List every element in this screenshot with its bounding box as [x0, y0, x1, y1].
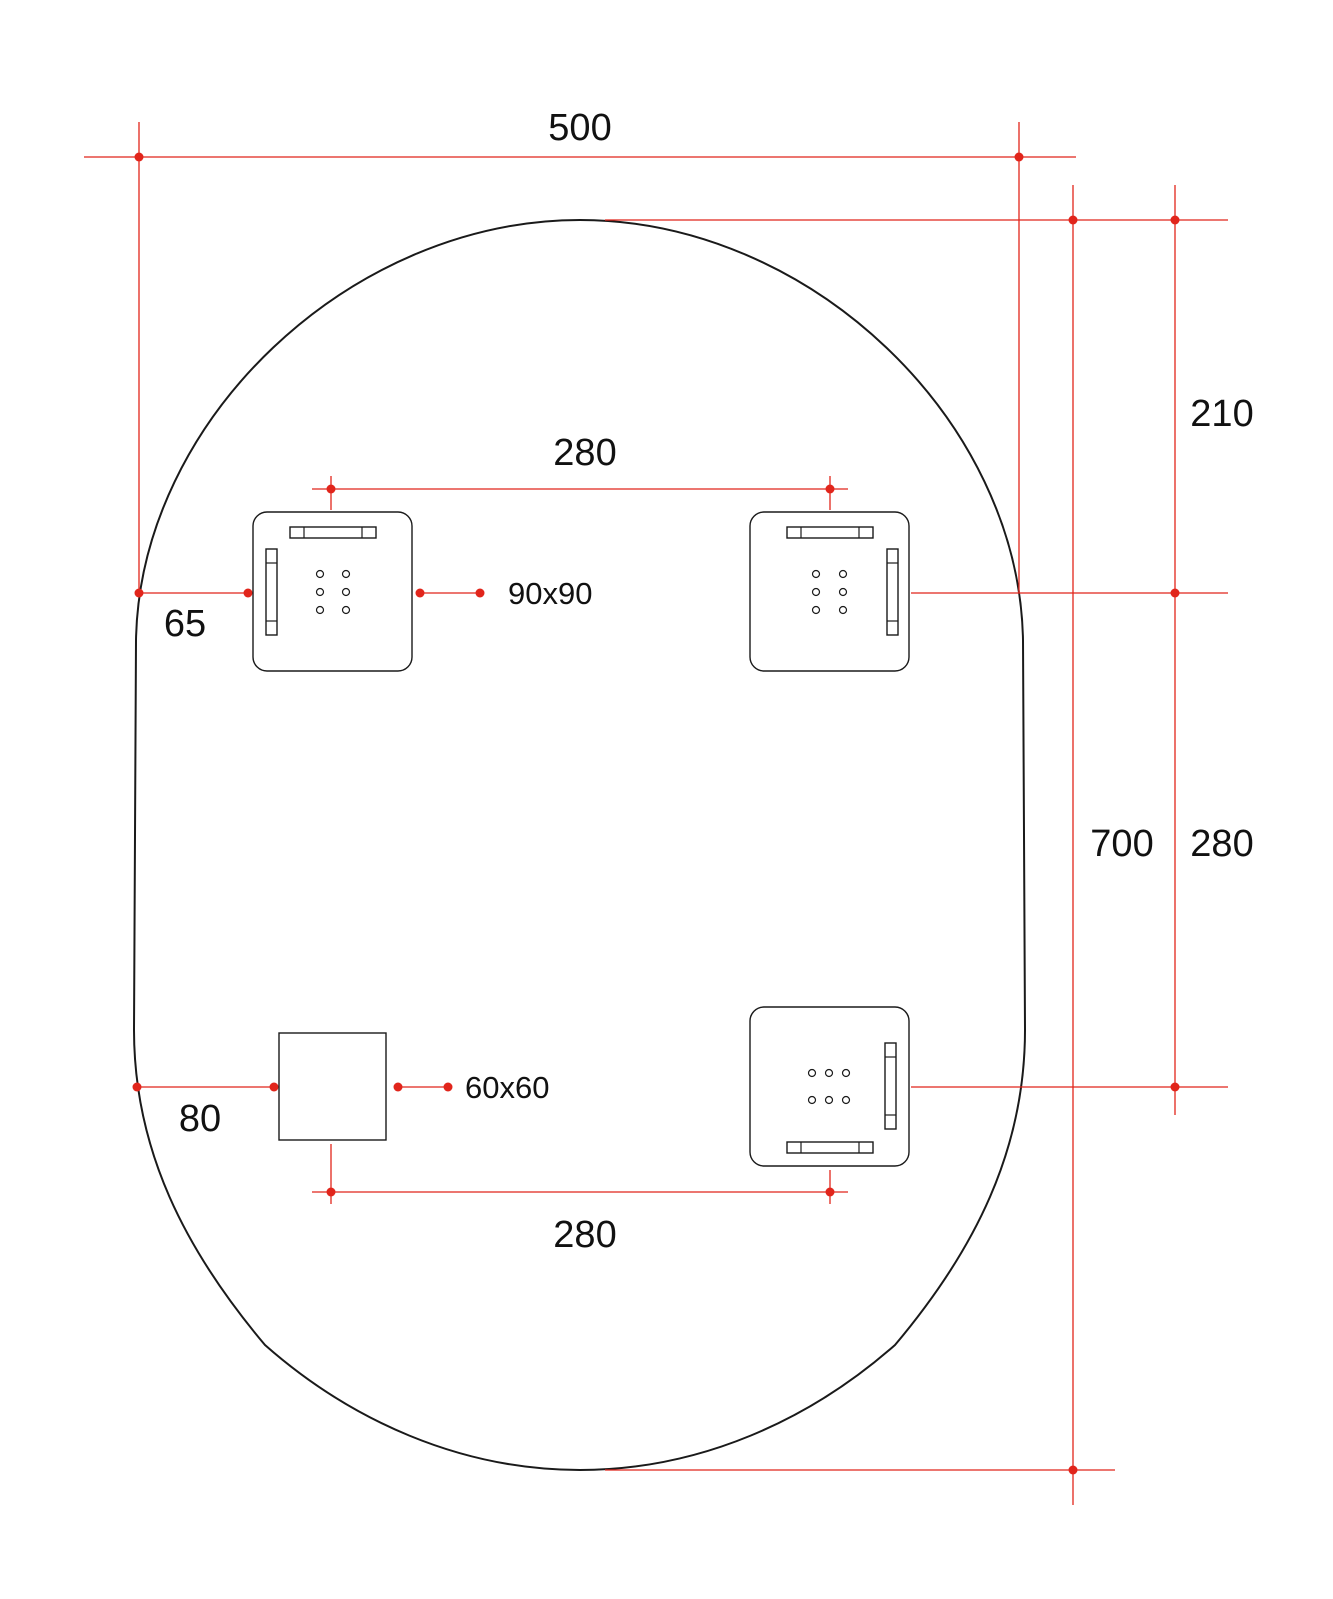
height-dimension: 700 — [605, 185, 1228, 1505]
bracket-size-label: 90x90 — [508, 576, 592, 611]
top-offset-label: 210 — [1190, 393, 1253, 435]
upper-spacing-label: 280 — [553, 432, 616, 474]
bracket-size-callout: 90x90 — [415, 576, 592, 611]
lower-left-offset-dimension: 80 — [132, 1082, 279, 1140]
upper-spacing-dimension: 280 — [312, 432, 848, 510]
plate-size-label: 60x60 — [465, 1070, 549, 1105]
lower-left-offset-label: 80 — [179, 1098, 221, 1140]
right-vertical-dimensions: 210 280 — [911, 185, 1254, 1115]
mounting-plate-lower-left — [278, 1032, 387, 1141]
width-label: 500 — [548, 107, 611, 149]
plate-size-callout: 60x60 — [393, 1070, 549, 1105]
height-label: 700 — [1090, 823, 1153, 865]
lower-spacing-label: 280 — [553, 1214, 616, 1256]
upper-left-offset-dimension: 65 — [134, 588, 253, 645]
vertical-spacing-label: 280 — [1190, 823, 1253, 865]
mounting-bracket-upper-left — [252, 511, 413, 672]
width-dimension: 500 — [84, 107, 1076, 593]
lower-spacing-dimension: 280 — [312, 1144, 848, 1256]
mounting-bracket-lower-right — [749, 1006, 910, 1167]
mirror-outline — [132, 218, 1027, 1472]
upper-left-offset-label: 65 — [164, 603, 206, 645]
mounting-bracket-upper-right — [749, 511, 910, 672]
